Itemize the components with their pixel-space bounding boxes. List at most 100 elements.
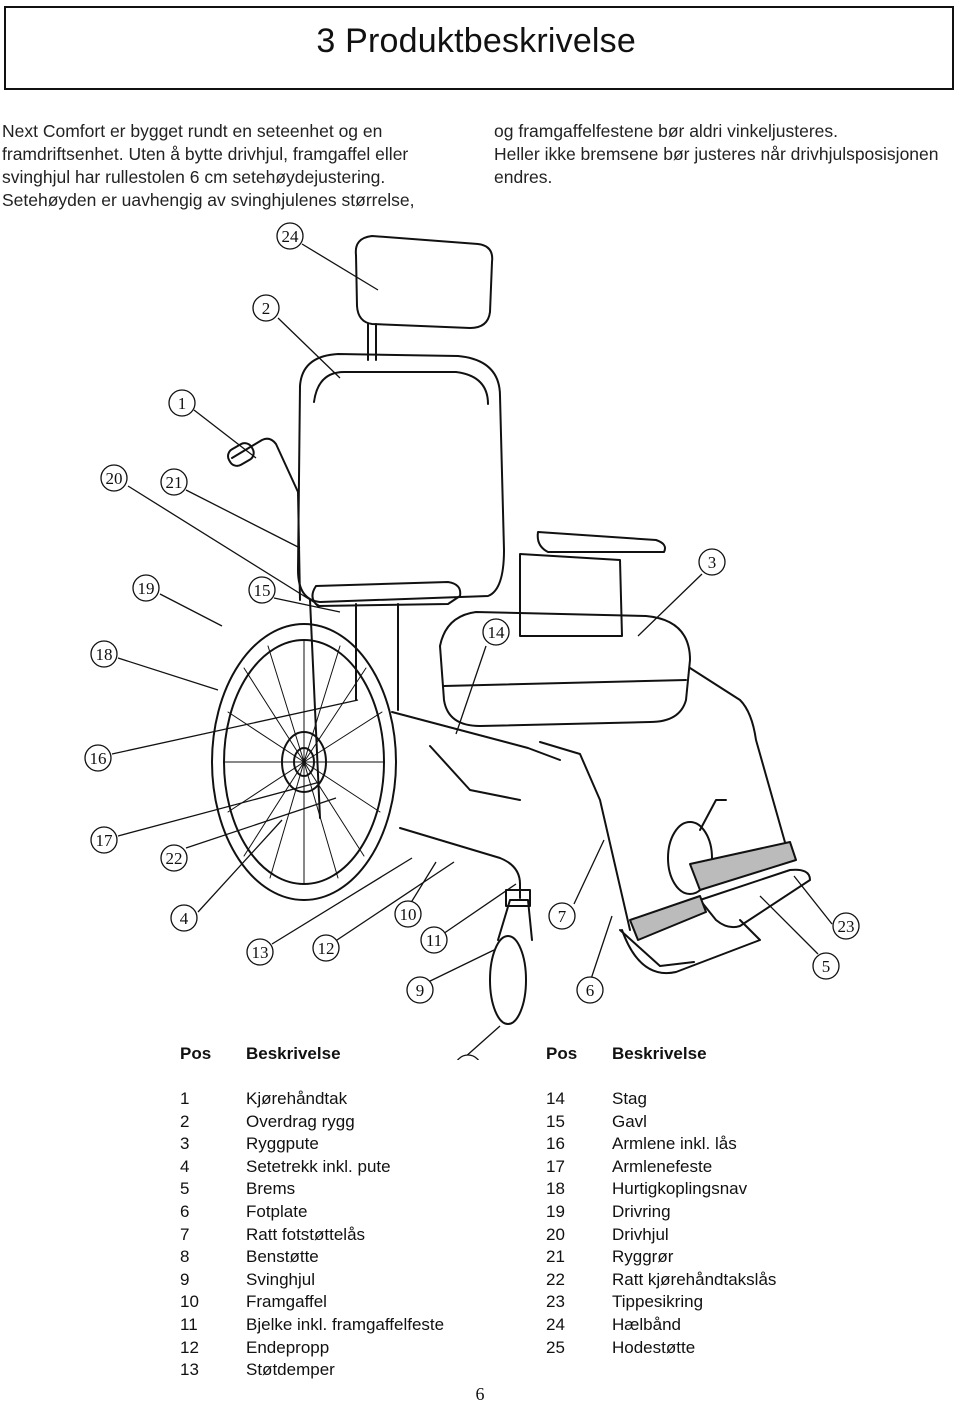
callouts: 24 2 1 20 21 19 15 3 18 14 16 17 22 4 10… <box>84 222 860 1060</box>
callout-label: 21 <box>166 473 183 492</box>
callout-6: 6 <box>576 976 604 1004</box>
push-handle <box>227 437 301 601</box>
callout-label: 7 <box>558 907 567 926</box>
header-description: Beskrivelse <box>246 1044 341 1063</box>
callout-label: 1 <box>178 394 187 413</box>
callout-1: 1 <box>168 389 196 417</box>
callout-2: 2 <box>252 294 280 322</box>
callout-9: 9 <box>406 976 434 1004</box>
footrest <box>621 841 811 975</box>
callout-label: 19 <box>138 579 155 598</box>
header-pos: Pos <box>180 1044 212 1063</box>
caster-wheel-rear <box>667 799 727 895</box>
callout-label: 13 <box>252 943 269 962</box>
row-description: Ryggrør <box>612 1247 674 1267</box>
seat-cushion <box>439 611 691 727</box>
row-pos: 21 <box>546 1247 565 1267</box>
row-description: Armlene inkl. lås <box>612 1134 737 1154</box>
row-pos: 24 <box>546 1314 565 1334</box>
table-row: 14 Stag <box>546 1088 866 1111</box>
row-pos: 14 <box>546 1089 565 1108</box>
callout-label: 17 <box>96 831 114 850</box>
callout-label: 18 <box>96 645 113 664</box>
row-description: Setetrekk inkl. pute <box>246 1156 391 1176</box>
callout-label: 5 <box>822 957 831 976</box>
row-pos: 18 <box>546 1179 565 1199</box>
callout-4: 4 <box>170 904 198 932</box>
table-row: 8 Benstøtte <box>180 1246 500 1269</box>
callout-label: 14 <box>488 623 506 642</box>
intro-line: framdriftsenhet. Uten å bytte drivhjul, … <box>2 144 409 164</box>
callout-21: 21 <box>160 468 188 496</box>
table-header: Pos Beskrivelse <box>180 1044 500 1074</box>
row-pos: 1 <box>180 1089 190 1108</box>
table-row: 15 Gavl <box>546 1111 866 1134</box>
row-description: Framgaffel <box>246 1292 327 1312</box>
callout-17: 17 <box>90 826 118 854</box>
row-pos: 15 <box>546 1111 565 1131</box>
row-description: Benstøtte <box>246 1247 319 1267</box>
row-pos: 8 <box>180 1247 190 1267</box>
row-pos: 23 <box>546 1292 565 1312</box>
headrest <box>354 235 494 361</box>
intro-line: Setehøyden er uavhengig av svinghjulenes… <box>2 190 415 210</box>
backrest <box>297 353 505 603</box>
row-description: Kjørehåndtak <box>246 1089 348 1108</box>
callout-label: 23 <box>838 917 855 936</box>
row-description: Tippesikring <box>612 1292 704 1312</box>
row-pos: 19 <box>546 1201 565 1221</box>
row-pos: 7 <box>180 1224 190 1244</box>
row-pos: 2 <box>180 1111 190 1131</box>
callout-23: 23 <box>832 912 860 940</box>
callout-12: 12 <box>312 934 340 962</box>
callout-5: 5 <box>812 952 840 980</box>
intro-line: endres. <box>494 167 553 187</box>
intro-line: Heller ikke bremsene bør justeres når dr… <box>494 144 939 164</box>
row-pos: 20 <box>546 1224 565 1244</box>
row-pos: 12 <box>180 1337 199 1357</box>
callout-18: 18 <box>90 640 118 668</box>
row-description: Støtdemper <box>246 1360 335 1380</box>
callout-13: 13 <box>246 938 274 966</box>
callout-label: 9 <box>416 981 425 1000</box>
page-number: 6 <box>475 1384 485 1404</box>
row-description: Svinghjul <box>246 1269 315 1289</box>
wheelchair-diagram: 24 2 1 20 21 19 15 3 18 14 16 17 22 4 10… <box>84 222 860 1060</box>
callout-label: 2 <box>262 299 271 318</box>
row-description: Endepropp <box>246 1337 330 1357</box>
row-description: Drivhjul <box>612 1224 669 1244</box>
callout-label: 15 <box>254 581 271 600</box>
row-description: Stag <box>612 1089 647 1108</box>
row-description: Bjelke inkl. framgaffelfeste <box>246 1314 445 1334</box>
intro-right-column: og framgaffelfestene bør aldri vinkeljus… <box>494 120 954 189</box>
row-pos: 10 <box>180 1292 199 1312</box>
intro-line: Next Comfort er bygget rundt en seteenhe… <box>2 121 383 141</box>
callout-label: 11 <box>426 931 442 950</box>
row-pos: 11 <box>180 1314 198 1334</box>
row-description: Hurtigkoplingsnav <box>612 1179 748 1199</box>
page-title: 3 Produktbeskrivelse <box>316 22 636 60</box>
table-row: 21 Ryggrør <box>546 1246 866 1269</box>
table-row: 10 Framgaffel <box>180 1291 500 1314</box>
row-description: Brems <box>246 1179 296 1199</box>
side-panel <box>519 553 623 637</box>
callout-19: 19 <box>132 574 160 602</box>
row-description: Gavl <box>612 1111 647 1131</box>
row-description: Hodestøtte <box>612 1337 696 1357</box>
header-description: Beskrivelse <box>612 1044 707 1063</box>
row-description: Fotplate <box>246 1201 308 1221</box>
table-row: 11 Bjelke inkl. framgaffelfeste <box>180 1314 500 1337</box>
table-row: 23 Tippesikring <box>546 1291 866 1314</box>
callout-24: 24 <box>276 222 304 250</box>
callout-8: 8 <box>456 1054 480 1060</box>
